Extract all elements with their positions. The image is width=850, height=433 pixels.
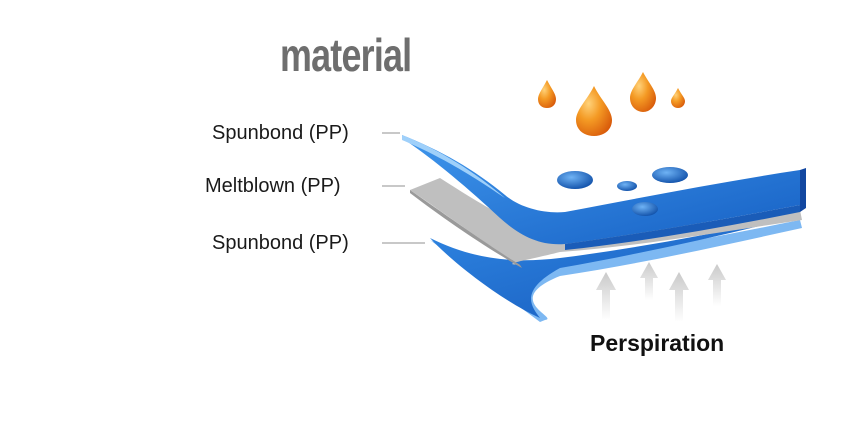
- orange-droplets: [538, 72, 685, 136]
- fabric-beads: [557, 167, 688, 216]
- meltblown-layer: [410, 178, 802, 268]
- layer-label-bottom-spunbond: Spunbond (PP): [212, 232, 349, 254]
- layer-label-meltblown: Meltblown (PP): [205, 175, 341, 197]
- perspiration-arrows: [596, 262, 726, 322]
- bottom-spunbond-layer: [430, 216, 802, 322]
- diagram-title: material: [280, 29, 412, 81]
- leader-lines: [382, 132, 425, 244]
- top-spunbond-layer: [402, 135, 806, 250]
- perspiration-label: Perspiration: [590, 330, 725, 356]
- layer-label-top-spunbond: Spunbond (PP): [212, 122, 349, 144]
